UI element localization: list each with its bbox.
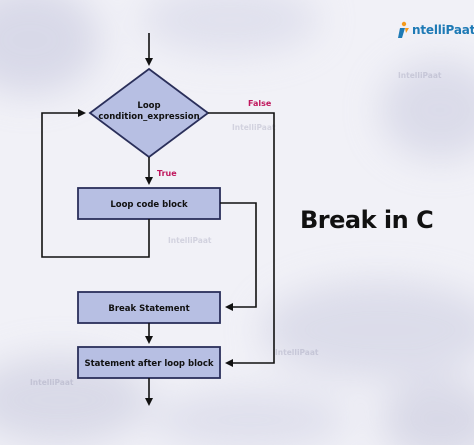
watermark: IntelliPaat (232, 123, 276, 132)
condition-label-line2: condition_expression (98, 112, 199, 122)
block-to-break-connector (220, 202, 257, 311)
watermark: IntelliPaat (30, 378, 74, 387)
watermark: IntelliPaat (168, 236, 212, 245)
break-statement-label: Break Statement (108, 304, 189, 314)
false-label: False (248, 99, 272, 108)
watermark: IntelliPaat (398, 71, 442, 80)
condition-node: Loop condition_expression (88, 67, 210, 159)
false-connector (208, 112, 275, 367)
brand-name: ntelliPaat (412, 23, 474, 37)
page-title: Break in C (300, 206, 434, 234)
loop-code-block-label: Loop code block (110, 200, 188, 210)
condition-label-line1: Loop (137, 101, 160, 111)
after-loop-node: Statement after loop block (77, 346, 221, 379)
after-loop-label: Statement after loop block (84, 359, 213, 369)
intellipaat-logo-icon (398, 21, 409, 38)
true-label: True (157, 169, 177, 178)
brand-logo: ntelliPaat (398, 20, 474, 40)
loop-back-connector (41, 109, 150, 258)
break-statement-node: Break Statement (77, 291, 221, 324)
loop-code-block-node: Loop code block (77, 187, 221, 220)
watermark: IntelliPaat (275, 348, 319, 357)
